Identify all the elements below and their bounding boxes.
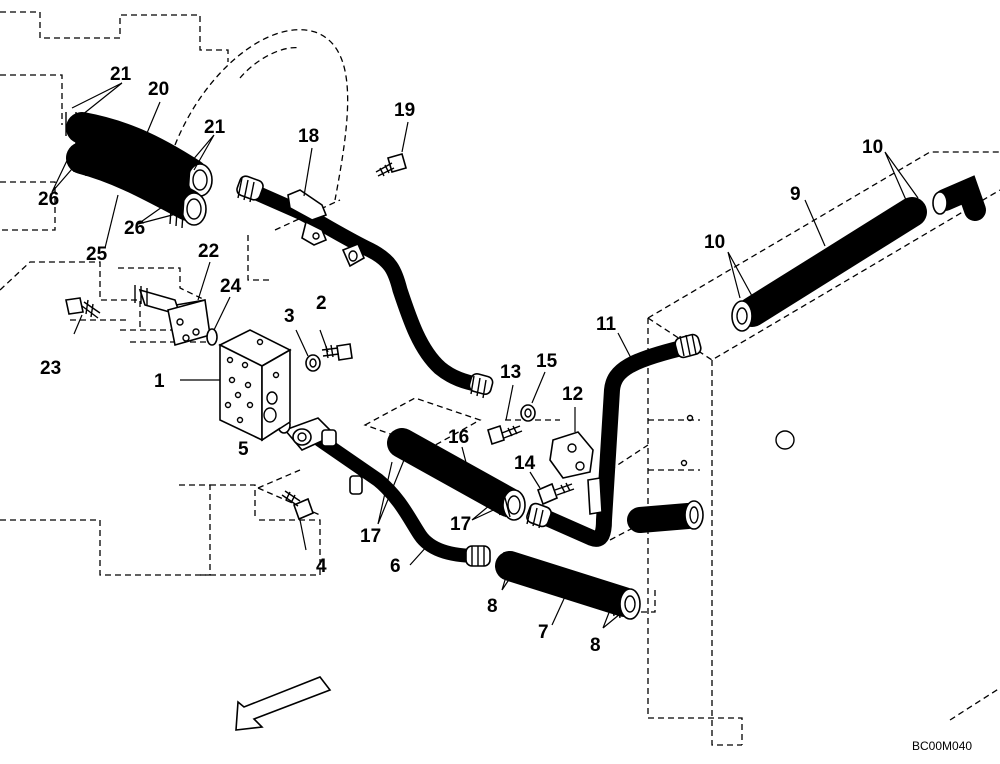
bolt-23 — [65, 297, 101, 319]
radiator-outline — [609, 151, 1000, 746]
callout-12: 12 — [562, 384, 583, 405]
callout-23: 23 — [40, 358, 61, 379]
callout-17a: 17 — [360, 526, 381, 547]
callout-8a: 8 — [487, 596, 498, 617]
callout-10a: 10 — [704, 232, 725, 253]
callout-13: 13 — [500, 362, 521, 383]
callout-20: 20 — [148, 79, 169, 100]
bolt-4 — [281, 490, 315, 521]
radiator-outlet-hose — [627, 500, 704, 533]
callout-26a: 26 — [38, 189, 59, 210]
callout-9: 9 — [790, 184, 801, 205]
callout-17b: 17 — [450, 514, 471, 535]
callout-8b: 8 — [590, 635, 601, 656]
radiator-inlet-elbow — [932, 175, 986, 221]
hose-20 — [65, 112, 213, 197]
drawing-code: BC00M040 — [912, 739, 972, 753]
callout-10b: 10 — [862, 137, 883, 158]
hose-9 — [731, 197, 927, 332]
front-direction-arrow-icon — [235, 676, 332, 731]
hose-7 — [495, 551, 641, 620]
callout-labels: 1 2 3 4 5 6 7 8 8 9 10 10 11 12 13 14 15… — [38, 64, 883, 656]
callout-1: 1 — [154, 371, 165, 392]
callout-5: 5 — [238, 439, 249, 460]
callout-24: 24 — [220, 276, 242, 297]
callout-26b: 26 — [124, 218, 145, 239]
callout-6: 6 — [390, 556, 401, 577]
callout-18: 18 — [298, 126, 319, 147]
hose-25 — [66, 141, 207, 229]
callout-2: 2 — [316, 293, 327, 314]
flange-22 — [134, 285, 211, 347]
callout-11: 11 — [596, 314, 617, 335]
callout-22: 22 — [198, 241, 219, 262]
bolt-14 — [536, 482, 575, 506]
leader-lines — [51, 82, 919, 629]
callout-25: 25 — [86, 244, 108, 265]
tube-6 — [283, 417, 491, 567]
bolt-13 — [487, 424, 523, 446]
callout-21a: 21 — [110, 64, 132, 85]
oring-24 — [206, 328, 218, 346]
fan-outline — [174, 29, 349, 201]
callout-14: 14 — [514, 453, 536, 474]
engine-outline — [0, 11, 321, 576]
washer-3 — [305, 354, 321, 372]
callout-3: 3 — [284, 306, 295, 327]
pipe-18 — [236, 175, 494, 399]
tube-11 — [526, 333, 702, 547]
washer-15 — [520, 404, 536, 422]
clamp-12 — [549, 431, 603, 515]
hose-16 — [387, 428, 526, 521]
callout-4: 4 — [316, 556, 327, 577]
callout-16: 16 — [448, 427, 469, 448]
callout-15: 15 — [536, 351, 558, 372]
manifold-block-1 — [218, 329, 292, 442]
callout-7: 7 — [538, 622, 549, 643]
bolt-2 — [321, 343, 353, 361]
callout-21b: 21 — [204, 117, 226, 138]
bolt-19 — [375, 153, 407, 177]
callout-19: 19 — [394, 100, 415, 121]
